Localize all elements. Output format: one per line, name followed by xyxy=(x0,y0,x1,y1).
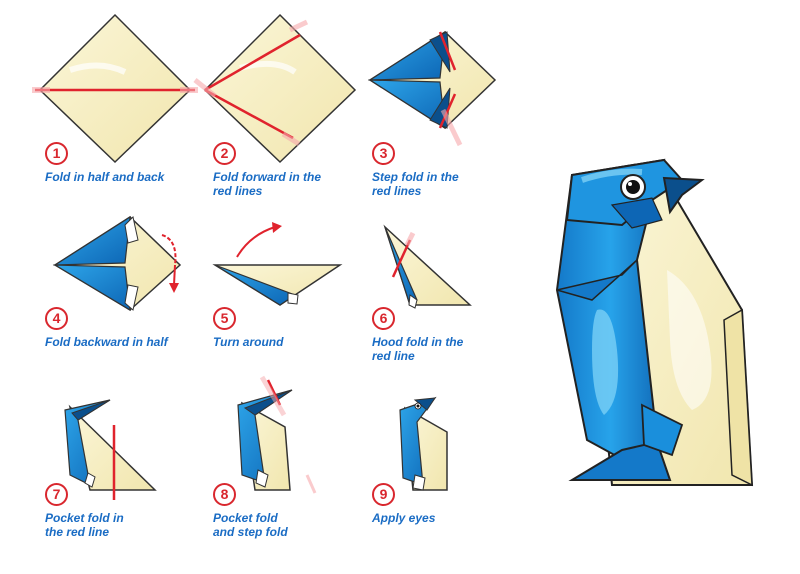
step-1-diagram xyxy=(32,13,198,164)
origami-penguin-icon xyxy=(555,158,754,487)
step-7-diagram xyxy=(64,399,157,500)
step-8-diagram xyxy=(237,375,317,494)
fold-line xyxy=(204,33,301,92)
step-caption: Fold forward in the red lines xyxy=(213,170,321,198)
step-number: 3 xyxy=(372,142,395,165)
step-number: 8 xyxy=(213,483,236,506)
step-number: 1 xyxy=(45,142,68,165)
step-caption: Hood fold in the red line xyxy=(372,335,464,363)
step-8: 8 Pocket fold and step fold xyxy=(200,375,360,545)
fold-line xyxy=(391,239,412,278)
step-caption: Apply eyes xyxy=(372,511,436,525)
step-9-diagram xyxy=(399,396,448,491)
step-number: 9 xyxy=(372,483,395,506)
step-5: 5 Turn around xyxy=(200,205,360,375)
step-caption: Pocket fold in the red line xyxy=(45,511,124,539)
step-7: 7 Pocket fold in the red line xyxy=(30,385,190,555)
fold-line xyxy=(438,93,457,129)
step-6-diagram xyxy=(383,224,472,309)
step-number: 7 xyxy=(45,483,68,506)
step-4-diagram xyxy=(52,215,182,312)
fold-line xyxy=(438,31,457,71)
step-6: 6 Hood fold in the red line xyxy=(355,205,515,375)
fold-arrow xyxy=(161,234,177,266)
step-caption: Fold in half and back xyxy=(45,170,165,184)
step-number: 4 xyxy=(45,307,68,330)
turn-arrow xyxy=(236,226,276,258)
step-1: 1 Fold in half and back xyxy=(30,10,198,184)
step-3: 3 Step fold in the red lines xyxy=(355,10,515,198)
step-9: 9 Apply eyes xyxy=(355,380,515,550)
step-caption: Pocket fold and step fold xyxy=(213,511,288,539)
step-number: 2 xyxy=(213,142,236,165)
step-caption: Fold backward in half xyxy=(45,335,168,349)
step-4: 4 Fold backward in half xyxy=(30,205,190,375)
step-5-diagram xyxy=(212,222,343,306)
step-caption: Step fold in the red lines xyxy=(372,170,459,198)
step-number: 6 xyxy=(372,307,395,330)
step-3-diagram xyxy=(367,30,497,147)
step-2: 2 Fold forward in the red lines xyxy=(193,10,357,198)
fold-line xyxy=(204,88,294,140)
step-2-diagram xyxy=(193,13,357,164)
step-number: 5 xyxy=(213,307,236,330)
step-caption: Turn around xyxy=(213,335,284,349)
